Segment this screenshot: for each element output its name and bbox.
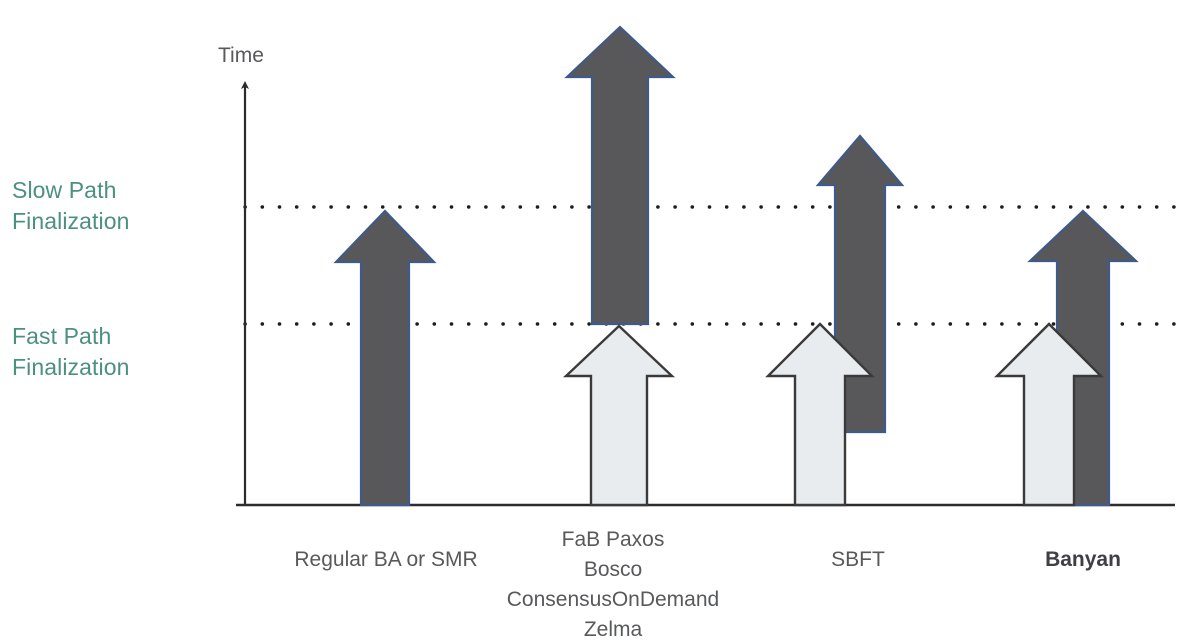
fab-fast-arrow: [562, 324, 676, 507]
sbft-fast-arrow: [765, 322, 875, 507]
regular-slow-arrow: [333, 209, 437, 507]
fast-path-label-line2: Finalization: [12, 354, 130, 380]
fast-path-label-line1: Fast Path: [12, 323, 111, 349]
threshold-labels: Slow Path Finalization Fast Path Finaliz…: [12, 177, 130, 380]
slow-path-label-line1: Slow Path: [12, 177, 116, 203]
arrow-bars: [333, 25, 1139, 507]
category-label-line: Banyan: [1045, 548, 1121, 571]
category-label-line: Bosco: [584, 558, 642, 581]
y-axis-title: Time: [218, 44, 264, 67]
banyan-fast-arrow: [994, 322, 1104, 507]
category-label-line: SBFT: [831, 548, 885, 571]
slow-path-label-line2: Finalization: [12, 208, 130, 234]
category-label-line: FaB Paxos: [562, 528, 665, 551]
category-label-line: ConsensusOnDemand: [507, 588, 719, 611]
category-label-line: Zelma: [584, 618, 643, 641]
category-label-sbft: SBFT: [831, 548, 885, 571]
category-label-line: Regular BA or SMR: [294, 548, 477, 571]
category-label-regular-ba-smr: Regular BA or SMR: [294, 548, 477, 571]
category-label-banyan: Banyan: [1045, 548, 1121, 571]
fab-slow-arrow: [564, 25, 676, 326]
